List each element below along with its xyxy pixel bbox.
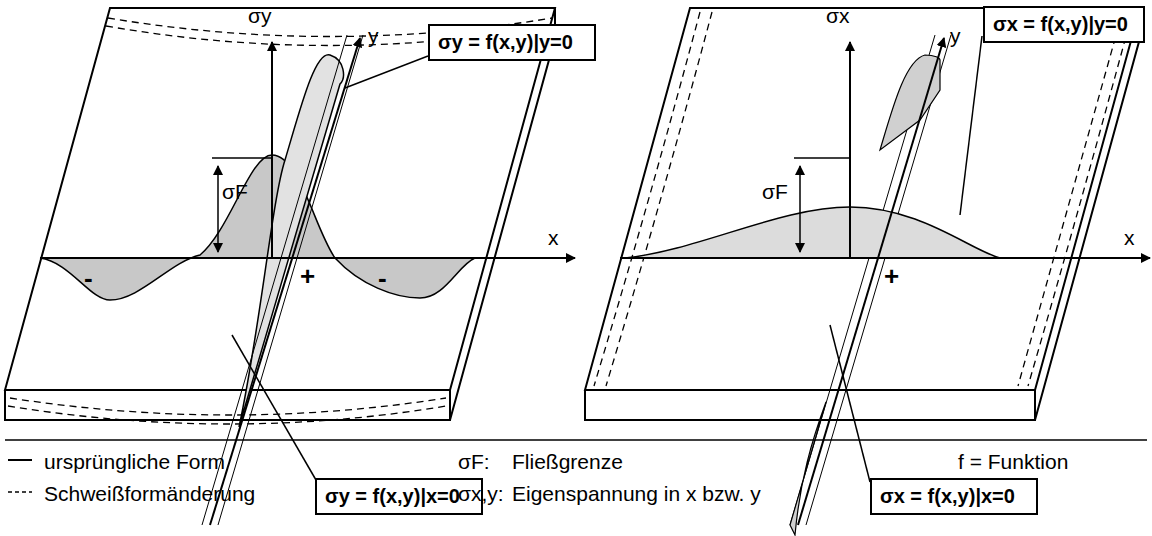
sign: -: [378, 264, 387, 293]
sign: -: [84, 264, 93, 293]
dashed-line-sample: [8, 491, 32, 493]
legend-text: Eigenspannung in x bzw. y: [512, 482, 761, 505]
formula-text: σy = f(x,y)|y=0: [438, 31, 573, 53]
legend-symbol: σF:: [458, 450, 490, 473]
legend-symbol: σx,y:: [458, 482, 504, 505]
formula-text: σx = f(x,y)|x=0: [880, 485, 1015, 507]
sign: +: [884, 262, 899, 291]
sign: +: [300, 262, 315, 291]
formula-text: σy = f(x,y)|x=0: [325, 485, 460, 507]
formula-box: σy = f(x,y)|x=0: [315, 478, 483, 515]
axis-label: x: [1124, 226, 1135, 249]
yield-label: σF: [762, 180, 788, 203]
legend-text: f = Funktion: [958, 450, 1068, 473]
axis-label: y: [368, 24, 379, 47]
legend-text: Schweißformänderung: [44, 482, 255, 505]
solid-line-sample: [8, 459, 32, 461]
axis-label: y: [950, 24, 961, 47]
formula-text: σx = f(x,y)|y=0: [993, 13, 1128, 35]
axis-label: σx: [826, 4, 849, 27]
axis-label: σy: [248, 4, 271, 27]
formula-box: σx = f(x,y)|y=0: [983, 6, 1145, 43]
formula-box: σx = f(x,y)|x=0: [870, 478, 1038, 515]
yield-label: σF: [222, 180, 248, 203]
legend-text: Fließgrenze: [512, 450, 623, 473]
legend-text: ursprüngliche Form: [44, 450, 225, 473]
formula-box: σy = f(x,y)|y=0: [428, 24, 596, 61]
axis-label: x: [548, 226, 559, 249]
